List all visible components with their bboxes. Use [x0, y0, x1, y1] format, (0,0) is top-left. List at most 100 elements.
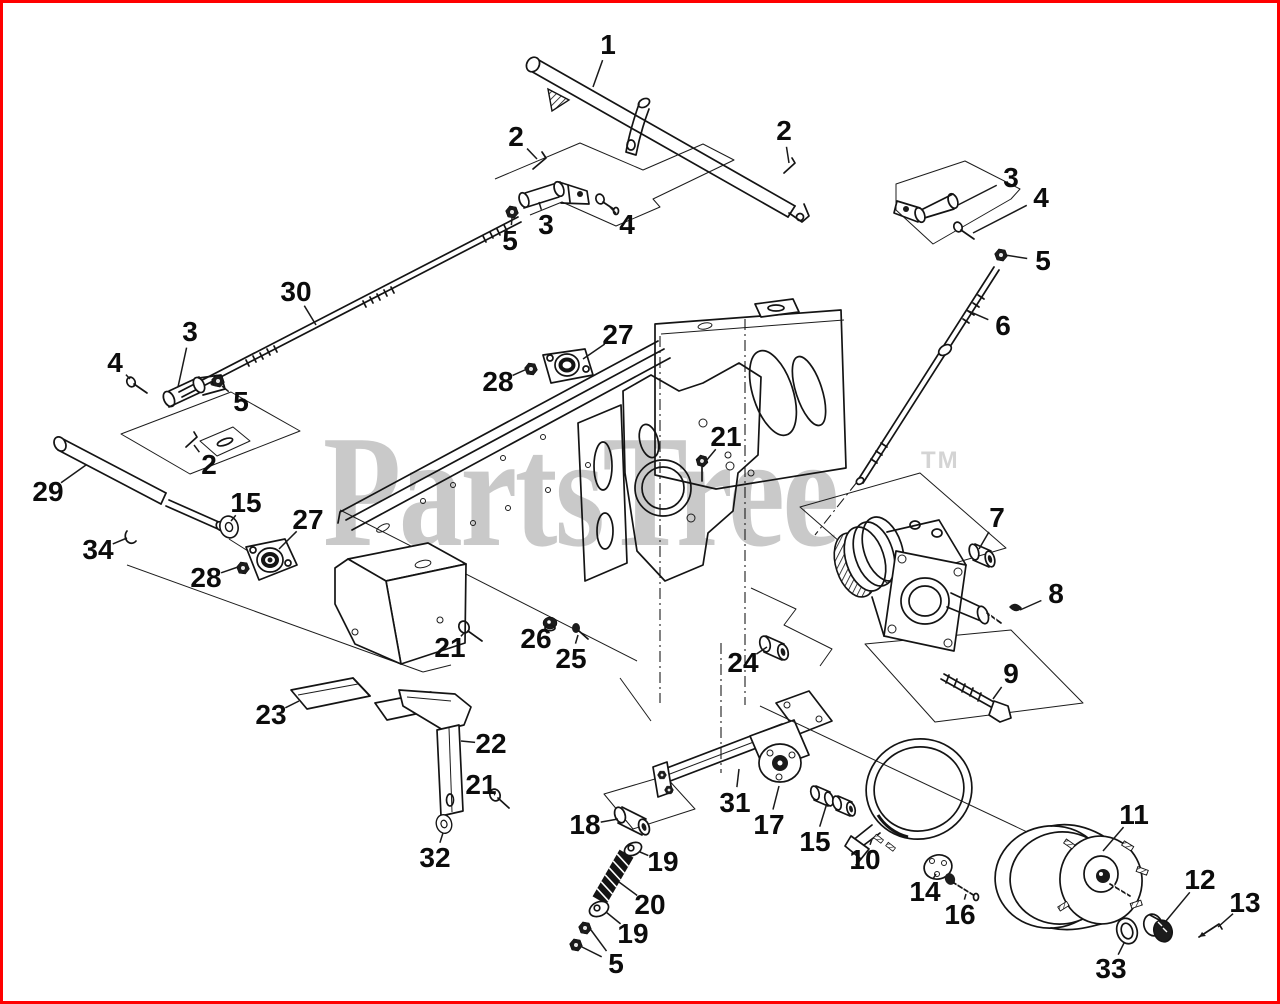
part-callout-28[interactable]: 28 [190, 562, 222, 593]
leader-line [112, 537, 128, 545]
part-callout-5[interactable]: 5 [608, 948, 624, 979]
part-callout-30[interactable]: 30 [280, 276, 312, 307]
part-callout-33[interactable]: 33 [1095, 953, 1127, 984]
part-callout-29[interactable]: 29 [32, 476, 64, 507]
leader-line [592, 59, 604, 88]
part-callout-17[interactable]: 17 [753, 809, 785, 840]
spring-assembly [568, 806, 651, 953]
leader-line [1004, 254, 1028, 260]
part-callout-3[interactable]: 3 [538, 209, 554, 240]
part-callout-9[interactable]: 9 [1003, 658, 1019, 689]
part-callout-27[interactable]: 27 [602, 319, 634, 350]
part-callout-22[interactable]: 22 [475, 728, 507, 759]
leader-line [581, 946, 603, 958]
leader-line [772, 785, 780, 810]
part-callout-16[interactable]: 16 [944, 899, 976, 930]
part-callout-12[interactable]: 12 [1184, 864, 1216, 895]
leader-line [869, 838, 873, 846]
part-callout-8[interactable]: 8 [1048, 578, 1064, 609]
leader-line [177, 347, 188, 388]
part-callout-27[interactable]: 27 [292, 504, 324, 535]
leader-line [957, 184, 998, 206]
part-callout-19[interactable]: 19 [617, 918, 649, 949]
leader-line [1102, 826, 1125, 852]
part-callout-14[interactable]: 14 [909, 876, 941, 907]
trunnion-right-and-rod-6 [783, 157, 1009, 536]
handle-tube [525, 56, 810, 223]
leader-line [1019, 599, 1042, 611]
part-callout-7[interactable]: 7 [989, 502, 1005, 533]
leader-line [460, 632, 465, 637]
bracket-22 [398, 689, 510, 836]
part-callout-5[interactable]: 5 [1035, 245, 1051, 276]
part-callout-2[interactable]: 2 [201, 449, 217, 480]
rod-29-assembly [53, 426, 298, 581]
part-callout-2[interactable]: 2 [508, 121, 524, 152]
part-callout-4[interactable]: 4 [107, 347, 123, 378]
leader-line [493, 793, 496, 796]
leader-line [963, 893, 967, 900]
part-callout-21[interactable]: 21 [710, 421, 742, 452]
part-callout-21[interactable]: 21 [434, 632, 466, 663]
leader-line [221, 385, 230, 393]
leader-line [1165, 891, 1191, 922]
exploded-parts-drawing [53, 56, 1223, 953]
part-callout-11[interactable]: 11 [1119, 799, 1149, 830]
part-callout-18[interactable]: 18 [569, 809, 601, 840]
leader-line [736, 768, 740, 788]
part-callout-25[interactable]: 25 [555, 643, 587, 674]
part-callout-3[interactable]: 3 [182, 316, 198, 347]
leader-line [590, 929, 608, 952]
trunnion-top [504, 151, 620, 220]
leader-line [230, 514, 237, 522]
part-callout-4[interactable]: 4 [619, 209, 635, 240]
part-callout-10[interactable]: 10 [849, 844, 881, 875]
leader-line [785, 146, 790, 164]
leader-line [512, 368, 528, 377]
leader-line [510, 217, 513, 226]
part-callout-5[interactable]: 5 [233, 386, 249, 417]
leader-lines [60, 59, 1234, 958]
part-callout-32[interactable]: 32 [419, 842, 451, 873]
idler-lever [652, 690, 857, 817]
leader-line [609, 206, 617, 214]
part-callout-24[interactable]: 24 [727, 647, 759, 678]
part-callout-3[interactable]: 3 [1003, 162, 1019, 193]
leader-line [605, 911, 622, 925]
leader-lines-layer [60, 59, 1234, 958]
leader-line [546, 625, 550, 629]
part-callout-34[interactable]: 34 [82, 534, 114, 565]
bearing-top [523, 348, 594, 384]
leader-line [755, 646, 768, 655]
part-callout-15[interactable]: 15 [799, 826, 831, 857]
part-callout-31[interactable]: 31 [719, 787, 751, 818]
part-callout-2[interactable]: 2 [776, 115, 792, 146]
part-callout-23[interactable]: 23 [255, 699, 287, 730]
part-callout-15[interactable]: 15 [230, 487, 262, 518]
leader-line [992, 686, 1003, 700]
leader-line [538, 201, 543, 210]
hydraulic-motor [833, 516, 1022, 723]
part-callout-28[interactable]: 28 [482, 366, 514, 397]
leader-line [526, 148, 538, 160]
part-callout-1[interactable]: 1 [600, 29, 616, 60]
leader-line [818, 802, 828, 827]
leader-line [705, 448, 717, 462]
leader-line [60, 464, 87, 484]
leader-line [460, 740, 476, 744]
part-callout-26[interactable]: 26 [520, 623, 552, 654]
phantom-outlines [120, 142, 1084, 830]
leader-line [303, 305, 317, 326]
part-callout-19[interactable]: 19 [647, 846, 679, 877]
part-callout-21[interactable]: 21 [465, 769, 497, 800]
part-callout-20[interactable]: 20 [634, 889, 666, 920]
part-callout-6[interactable]: 6 [995, 310, 1011, 341]
leader-line [639, 851, 649, 857]
leader-line [582, 343, 606, 360]
leader-line [220, 566, 239, 574]
part-callout-13[interactable]: 13 [1229, 887, 1261, 918]
part-callout-4[interactable]: 4 [1033, 182, 1049, 213]
part-callout-5[interactable]: 5 [502, 225, 518, 256]
